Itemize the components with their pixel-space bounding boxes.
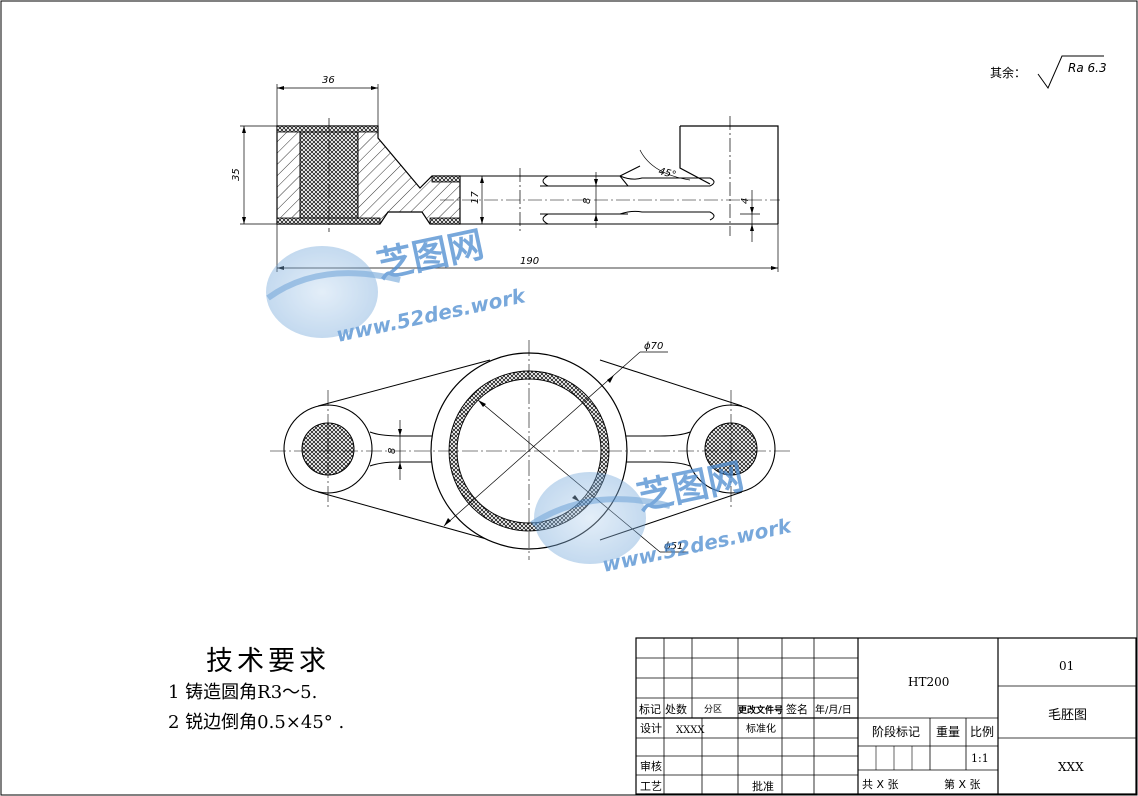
hub-bottom-allowance xyxy=(276,217,381,225)
rib-top-allowance xyxy=(431,175,461,183)
dim-outer-dia: ϕ70 xyxy=(443,341,668,527)
dim-web: 8 xyxy=(582,172,598,228)
tb-mark: 标记 xyxy=(639,702,661,716)
dim-length-text: 190 xyxy=(520,256,539,267)
web-slot-right xyxy=(619,175,715,221)
dim-inner-dia-text: ϕ51 xyxy=(664,541,683,552)
tb-scale: 比例 xyxy=(970,725,994,739)
tb-zone: 分区 xyxy=(704,704,722,715)
dim-width: 36 xyxy=(276,75,379,126)
tb-scale-value: 1:1 xyxy=(971,752,989,765)
top-view: ϕ70 ϕ51 8 xyxy=(270,340,790,560)
tech-requirements: 技术要求 1 铸造圆角R3～5. 2 锐边倒角0.5×45° . xyxy=(168,646,344,733)
web-slot-left xyxy=(542,175,549,225)
dim-web-text: 8 xyxy=(582,198,593,204)
tb-change-doc: 更改文件号 xyxy=(738,704,783,716)
right-end-block xyxy=(679,125,779,224)
tb-sheet-no: 第 X 张 xyxy=(944,777,981,791)
dim-arm: 8 xyxy=(387,420,402,480)
roughness-prefix: 其余： xyxy=(990,65,1026,80)
tb-drawing-no: 01 xyxy=(1059,659,1074,673)
tb-sign: 签名 xyxy=(786,702,808,716)
dim-angle: 45° xyxy=(639,149,691,181)
dim-outer-dia-text: ϕ70 xyxy=(644,341,663,352)
front-section-view: 36 35 17 8 4 xyxy=(231,75,780,272)
tb-review: 审核 xyxy=(640,759,662,773)
hub-top-allowance xyxy=(276,125,379,133)
roughness-value: Ra 6.3 xyxy=(1068,61,1107,75)
tech-req-item-2: 2 锐边倒角0.5×45° . xyxy=(168,712,344,733)
tech-req-item-1: 1 铸造圆角R3～5. xyxy=(168,682,317,703)
tb-company: XXX xyxy=(1058,760,1084,774)
dim-angle-text: 45° xyxy=(657,166,677,181)
rib-bottom-allowance xyxy=(429,217,461,225)
tb-process: 工艺 xyxy=(640,780,662,793)
roughness-symbol xyxy=(1037,55,1104,90)
watermark-logo-icon-2 xyxy=(534,472,646,564)
arm-outline xyxy=(460,165,778,225)
tb-total-sheets: 共 X 张 xyxy=(862,778,899,791)
roughness-note: 其余： Ra 6.3 xyxy=(990,55,1107,90)
dim-rib-text: 17 xyxy=(470,191,481,204)
tb-date: 年/月/日 xyxy=(815,703,852,716)
tb-drawing-name: 毛胚图 xyxy=(1048,708,1087,723)
tb-stage-mark: 阶段标记 xyxy=(872,724,920,739)
title-block-text: 标记 处数 分区 更改文件号 签名 年/月/日 设计 XXXX 标准化 审核 工… xyxy=(639,659,1087,793)
tech-req-heading: 技术要求 xyxy=(206,646,330,677)
title-block xyxy=(635,637,1137,795)
watermark-1: 芝图网 www.52des.work xyxy=(266,224,529,347)
right-arm xyxy=(626,431,691,467)
dim-step: 4 xyxy=(740,190,760,242)
tb-weight: 重量 xyxy=(936,725,960,739)
tb-material: HT200 xyxy=(908,675,949,689)
tb-standardize: 标准化 xyxy=(746,722,776,735)
left-arm xyxy=(369,431,432,467)
tb-approve: 批准 xyxy=(752,779,774,793)
dim-height: 35 xyxy=(231,125,277,225)
watermark-brand: 芝图网 xyxy=(373,224,487,287)
dim-width-text: 36 xyxy=(322,75,335,86)
watermark-logo-icon xyxy=(266,246,378,338)
tb-count: 处数 xyxy=(665,703,687,716)
dim-step-text: 4 xyxy=(740,198,751,204)
outline-tangents xyxy=(317,359,743,541)
dim-rib: 17 xyxy=(470,176,484,224)
dim-arm-text: 8 xyxy=(387,448,398,454)
dim-height-text: 35 xyxy=(231,168,242,181)
tb-design: 设计 xyxy=(640,722,662,735)
tb-designer: XXXX xyxy=(676,725,705,736)
